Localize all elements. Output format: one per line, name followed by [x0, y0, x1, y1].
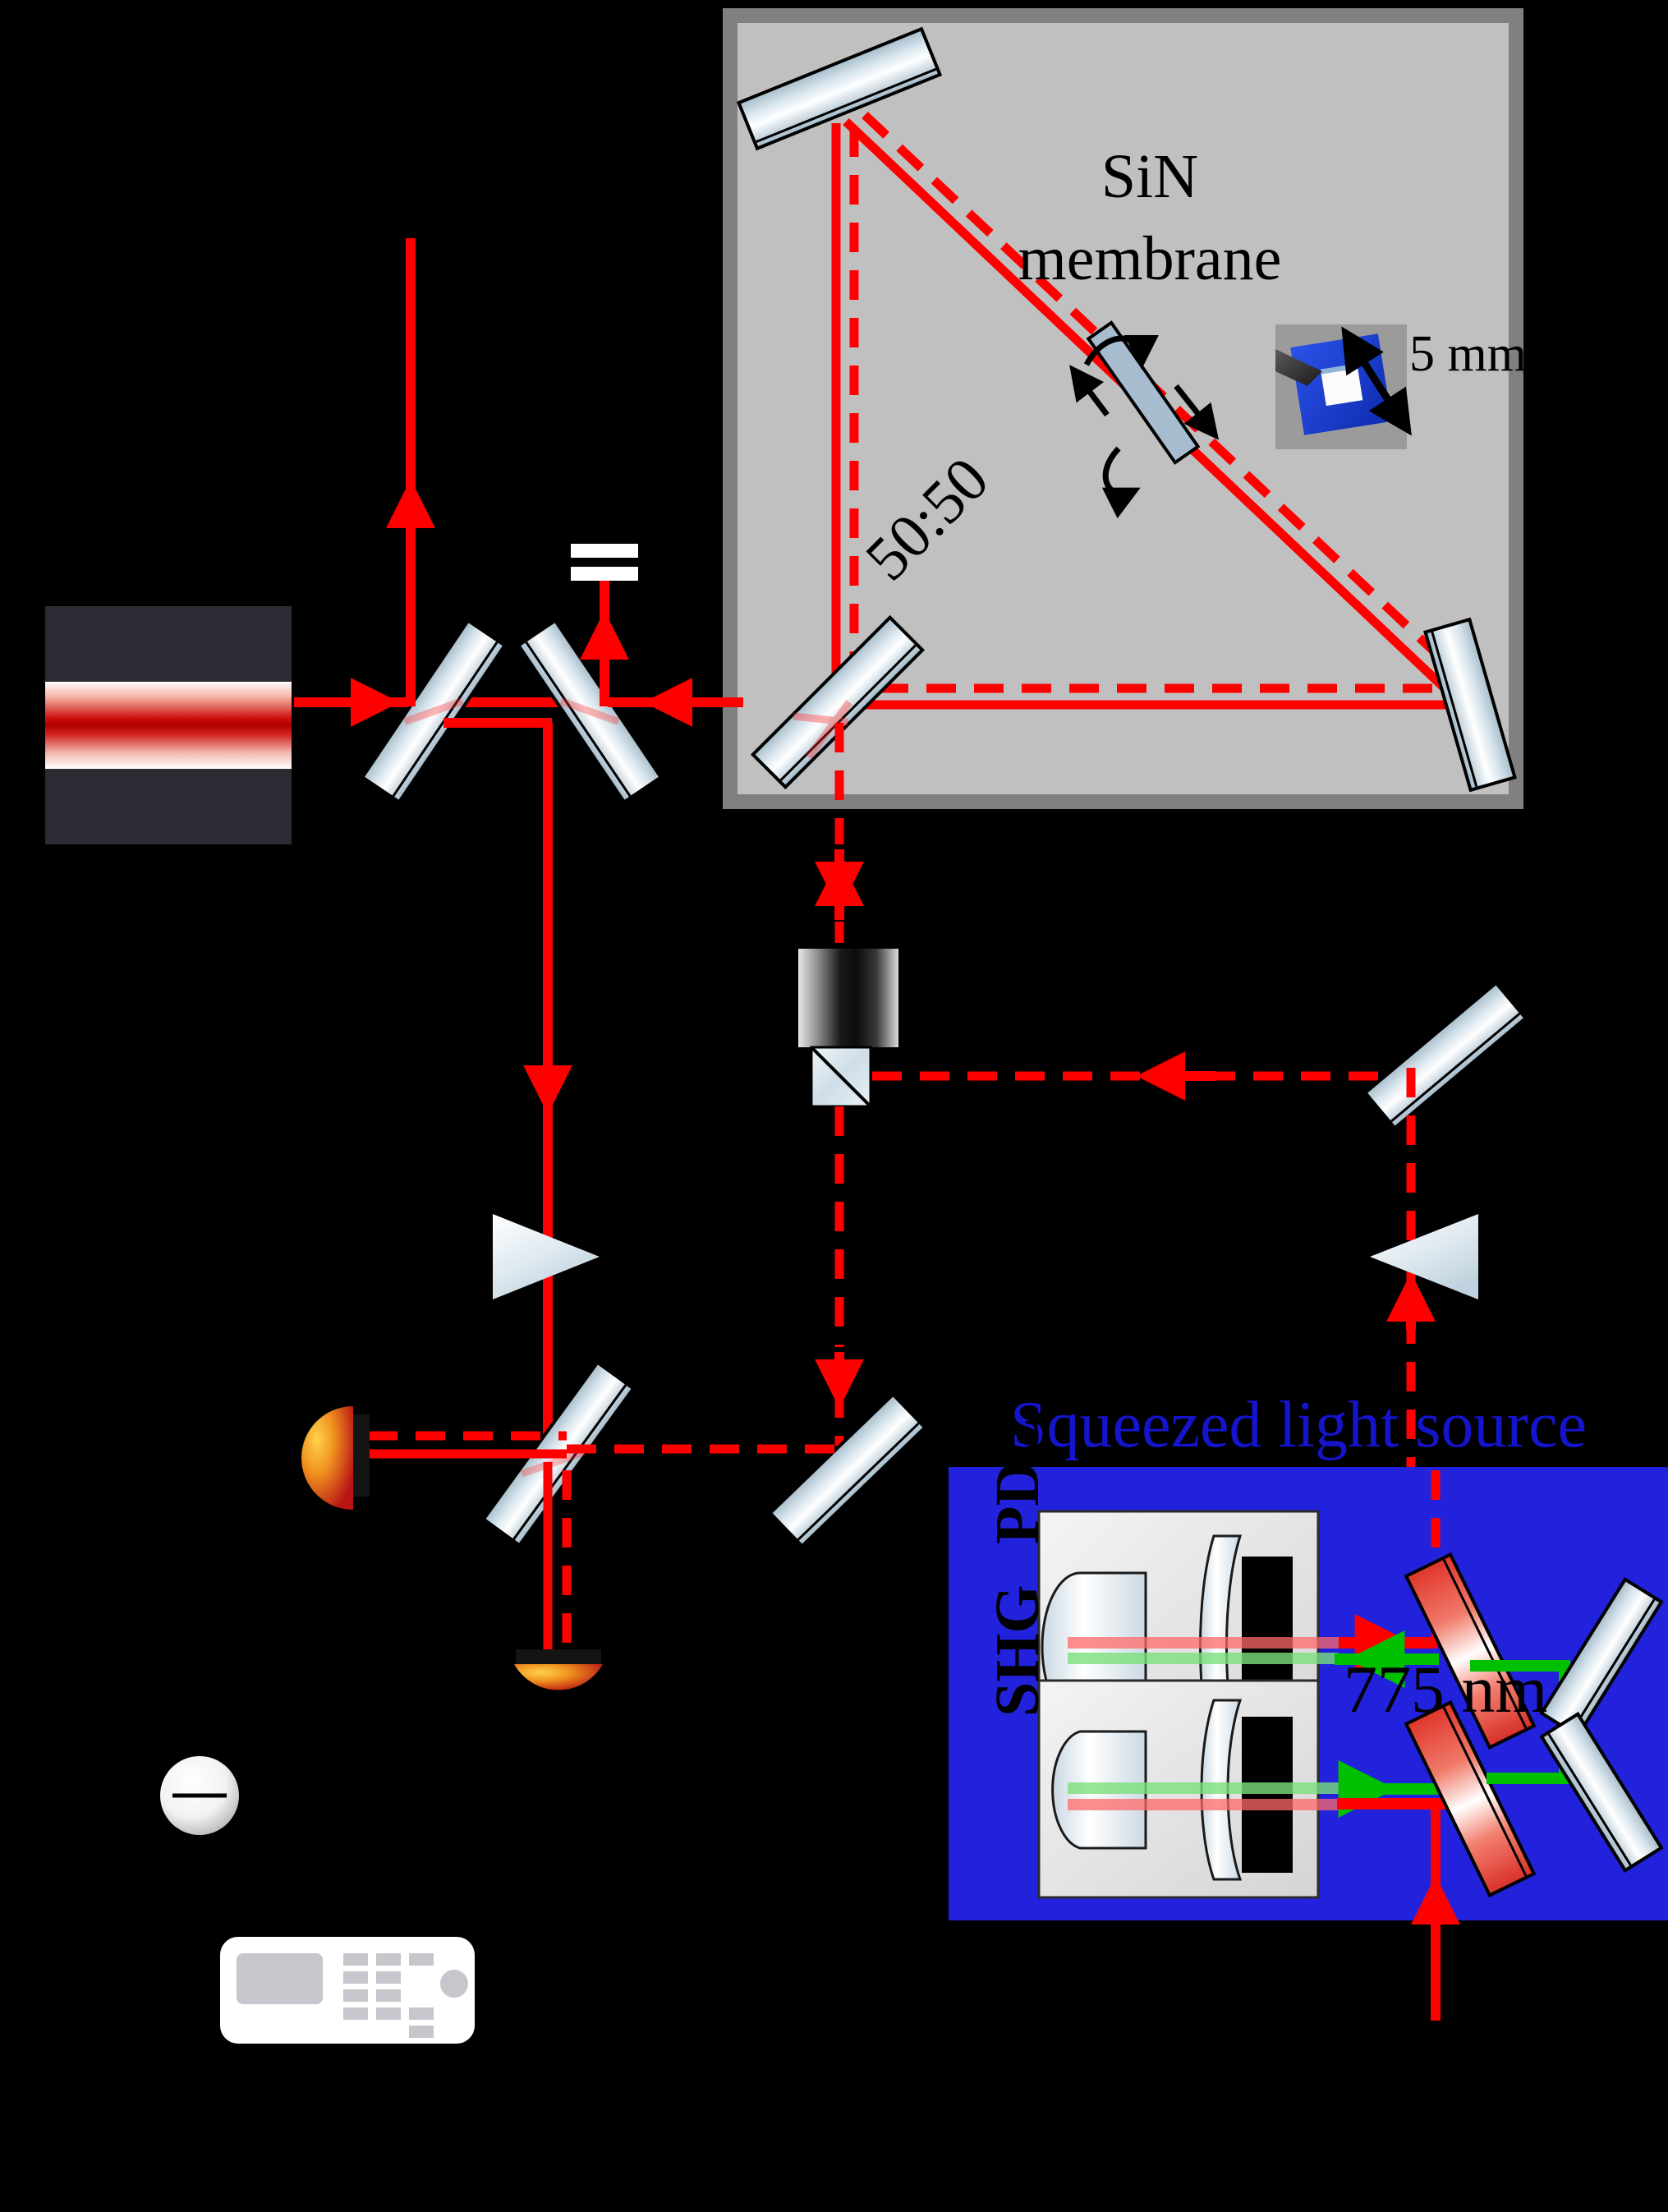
- scale-arrow: [1341, 326, 1412, 436]
- folding-mirror[interactable]: [767, 1391, 928, 1549]
- pdc-label: PDC: [983, 1415, 1052, 1544]
- waveplate-right[interactable]: [1370, 1214, 1478, 1299]
- beams-shg-dichroic: [1337, 1760, 1445, 1818]
- beam-pbs-branches: [815, 1051, 1409, 1446]
- squeezed-source-title: Squeezed light source: [1010, 1389, 1587, 1461]
- analyzer-buttons: [343, 1953, 468, 2038]
- shg-label: SHG: [983, 1584, 1052, 1718]
- steering-mirror-right[interactable]: [1362, 980, 1528, 1131]
- reference-cavity[interactable]: [571, 544, 638, 581]
- green-mirror-bottom[interactable]: [1539, 1712, 1664, 1873]
- sagnac-beamsplitter-5050[interactable]: [750, 614, 926, 790]
- sagnac-mirror-right[interactable]: [1423, 617, 1517, 793]
- beams-pdc-dichroic: [1335, 1614, 1439, 1688]
- waveplate-left[interactable]: [493, 1214, 600, 1299]
- analyzer-display: [237, 1953, 323, 2004]
- dichroic-shg[interactable]: [1404, 1699, 1537, 1898]
- sin-membrane[interactable]: [1086, 320, 1201, 465]
- photodiode-bottom[interactable]: [514, 1649, 603, 1690]
- photodiode-left[interactable]: [301, 1406, 370, 1510]
- sin-label-line1: SiN: [1101, 142, 1199, 211]
- scale-bar-label: 5 mm: [1409, 326, 1527, 382]
- pump-wavelength-label: 775 nm: [1344, 1652, 1548, 1727]
- polarizing-beamsplitter-cube[interactable]: [810, 1046, 872, 1108]
- membrane-photo-inset: [1275, 324, 1412, 449]
- shg-internal-beams: [1068, 1782, 1339, 1810]
- faraday-isolator[interactable]: [798, 949, 898, 1047]
- sagnac-mirror-top[interactable]: [736, 26, 943, 151]
- beamsplitter-2[interactable]: [516, 618, 664, 805]
- sin-label-line2: membrane: [1018, 224, 1282, 293]
- beam-to-photodiode-left: [368, 1431, 838, 1459]
- subtraction-node[interactable]: [160, 1756, 239, 1835]
- beam-to-photodiode-bottom: [543, 1462, 572, 1651]
- spectrum-analyzer[interactable]: [220, 1937, 475, 2044]
- pdc-internal-beams: [1068, 1637, 1339, 1664]
- dichroic-pdc[interactable]: [1404, 1552, 1537, 1750]
- beam-downward-left: [443, 718, 572, 1454]
- laser-source[interactable]: [45, 606, 292, 844]
- membrane-motion-arrows: [1069, 334, 1220, 519]
